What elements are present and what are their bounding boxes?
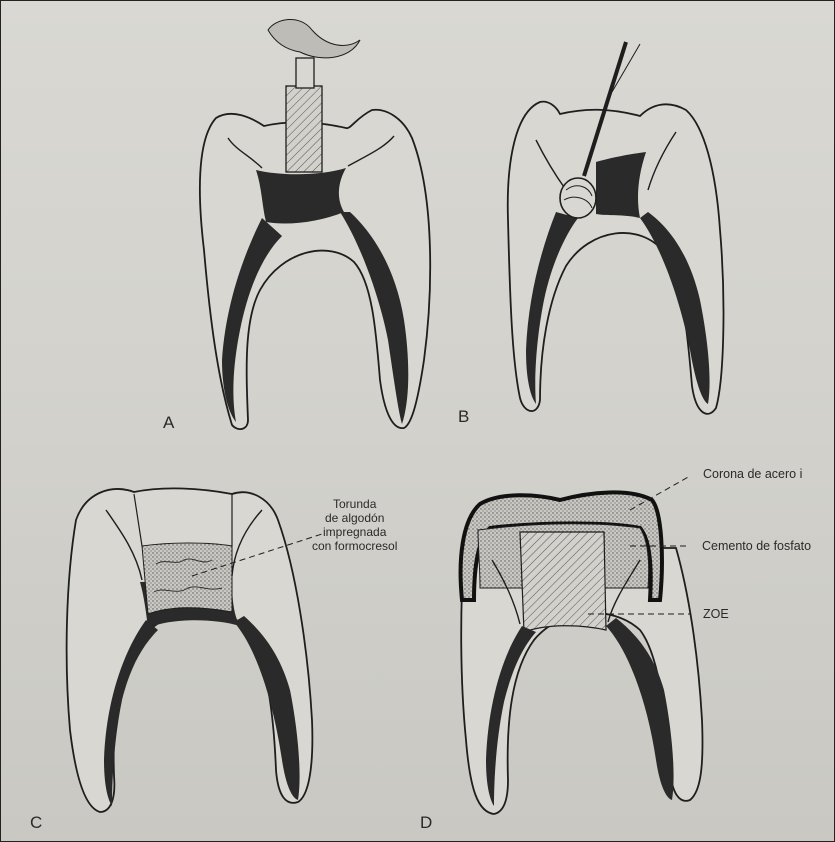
panel-d-tooth [461,492,703,814]
panel-c-outline [67,488,313,812]
panel-c-cotton-pellet [142,543,232,614]
corona-label: Corona de acero i [703,467,802,481]
panel-b-bur-head [560,178,596,218]
panel-b-tooth [508,42,724,414]
zoe-label: ZOE [703,607,729,621]
panel-c-tooth [67,488,313,812]
panel-d-letter: D [420,813,432,832]
panel-a-pulp [256,168,346,224]
torunda-label: Torunda de algodón impregnada con formoc… [312,497,397,553]
torunda-line-1: Torunda [312,497,397,511]
torunda-line-4: con formocresol [312,539,397,553]
torunda-line-2: de algodón [312,511,397,525]
cemento-label: Cemento de fosfato [702,539,811,553]
panel-b-pulp [596,152,646,218]
panel-a-letter: A [163,413,175,432]
panel-c-letter: C [30,813,42,832]
panel-d-zoe-fill [520,532,606,632]
panel-a-tooth [200,19,430,429]
panel-d-leader-corona [630,476,690,510]
panel-a-file-shaft [286,86,322,172]
panel-b-letter: B [458,407,469,426]
panel-a-cotton [268,19,360,57]
torunda-line-3: impregnada [312,525,397,539]
